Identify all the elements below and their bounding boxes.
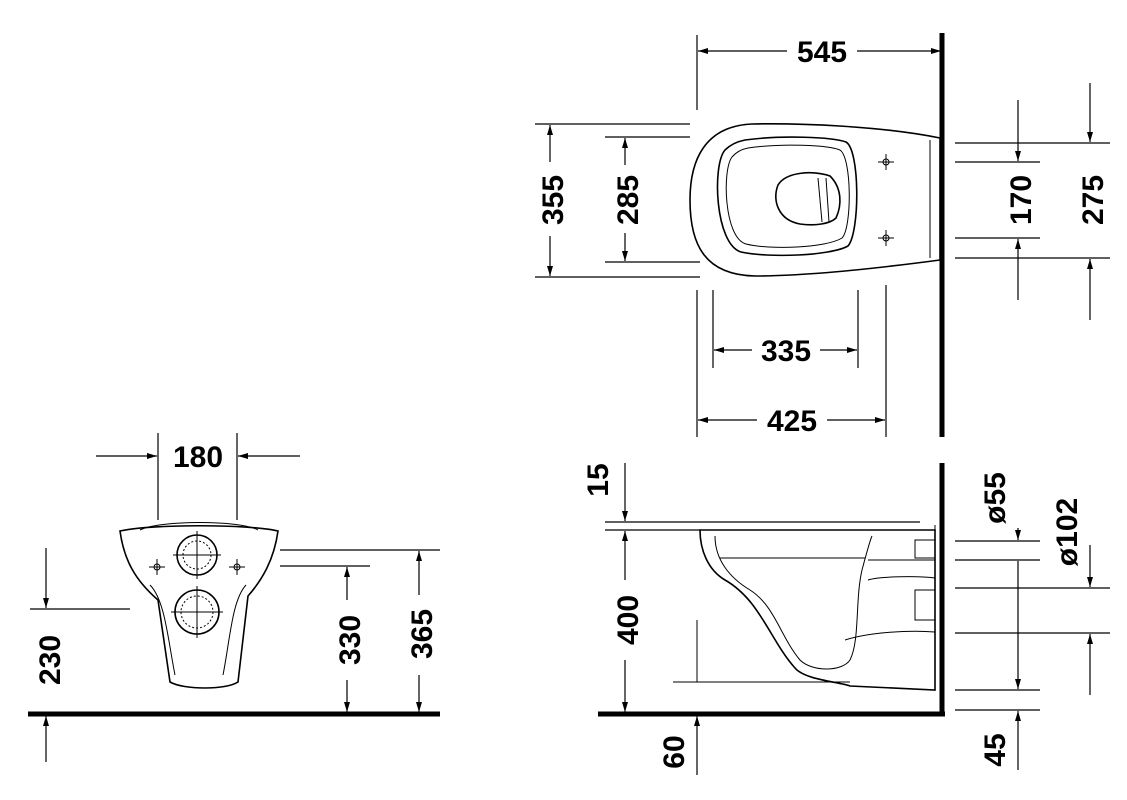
dim-inlet-height: 330 — [334, 615, 367, 665]
dim-inlet-diameter: ø55 — [979, 472, 1012, 524]
fixing-mark-bottom — [878, 230, 894, 246]
top-view: 545 355 285 335 425 170 — [535, 33, 1110, 438]
side-view: 15 400 60 ø55 ø102 45 — [582, 463, 1110, 775]
dim-side-height: 400 — [612, 595, 645, 645]
dim-flush-spacing: 180 — [173, 441, 223, 474]
bowl-outline-side — [699, 529, 936, 691]
dim-top-height: 365 — [406, 609, 439, 659]
dim-bottom-offset: 45 — [979, 733, 1012, 766]
dim-seat-width: 285 — [612, 175, 645, 225]
dim-overall-length: 545 — [797, 36, 847, 69]
dim-rim-thickness: 15 — [582, 463, 615, 496]
dim-front-to-fixing: 425 — [767, 405, 817, 438]
dim-outlet-diameter: ø102 — [1051, 498, 1084, 566]
fixing-mark-left — [149, 559, 165, 575]
fixing-mark-top — [878, 154, 894, 170]
fixing-mark-right — [229, 559, 245, 575]
dim-fixing-height: 275 — [1077, 175, 1110, 225]
dim-bowl-length: 335 — [761, 335, 811, 368]
dim-fixing-spacing: 170 — [1005, 175, 1038, 225]
bowl-hole-top — [775, 171, 841, 226]
dim-rim-height-front: 230 — [34, 635, 67, 685]
bowl-rim-inner-top — [725, 144, 850, 248]
dim-floor-offset: 60 — [658, 735, 691, 768]
dim-overall-width: 355 — [537, 175, 570, 225]
front-view: 180 230 330 365 — [28, 433, 440, 762]
